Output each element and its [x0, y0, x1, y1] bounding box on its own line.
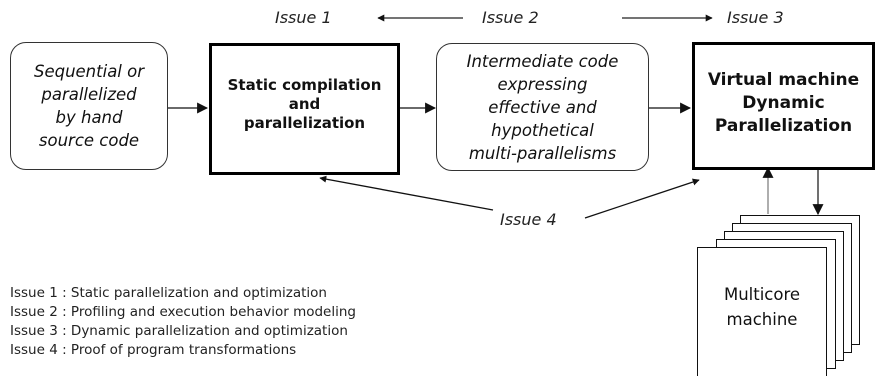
legend-item: Issue 2 : Profiling and execution behavi… — [10, 304, 356, 320]
source-code-line: by hand — [55, 108, 123, 127]
arrow-issue4-to-static — [319, 175, 494, 211]
static-compilation-line: and — [288, 94, 321, 113]
issue-1-label: Issue 1 — [275, 8, 332, 27]
virtual-machine-line: Dynamic — [742, 92, 825, 113]
issues-legend: Issue 1 : Static parallelization and opt… — [10, 284, 356, 360]
arrow-issue4-to-vm — [584, 178, 700, 219]
issue-2-label: Issue 2 — [482, 8, 539, 27]
virtual-machine-line: Virtual machine — [707, 69, 860, 90]
legend-item: Issue 3 : Dynamic parallelization and op… — [10, 323, 348, 339]
source-code-line: Sequential or — [33, 62, 145, 81]
multicore-machine-line: machine — [726, 310, 798, 329]
issue-3-label: Issue 3 — [727, 8, 784, 27]
virtual-machine-line: Parallelization — [714, 115, 853, 136]
multicore-machine-card: Multicore machine — [697, 247, 827, 376]
static-compilation-line: Static compilation — [227, 75, 382, 94]
intermediate-code-line: multi-parallelisms — [468, 143, 617, 163]
legend-item: Issue 4 : Proof of program transformatio… — [10, 342, 297, 358]
multicore-machine-line: Multicore — [723, 285, 801, 304]
intermediate-code-line: expressing — [497, 74, 588, 94]
intermediate-code-box: Intermediate code expressing effective a… — [436, 43, 649, 171]
static-compilation-line: parallelization — [243, 113, 366, 132]
source-code-box: Sequential or parallelized by hand sourc… — [10, 42, 168, 170]
source-code-line: source code — [38, 131, 140, 150]
intermediate-code-line: hypothetical — [491, 120, 594, 140]
virtual-machine-box: Virtual machine Dynamic Parallelization — [692, 42, 875, 170]
legend-item: Issue 1 : Static parallelization and opt… — [10, 285, 327, 301]
intermediate-code-line: Intermediate code — [466, 51, 619, 71]
source-code-line: parallelized — [41, 85, 137, 104]
static-compilation-box: Static compilation and parallelization — [209, 43, 400, 175]
intermediate-code-line: effective and — [488, 97, 597, 117]
issue-4-label: Issue 4 — [500, 210, 557, 229]
